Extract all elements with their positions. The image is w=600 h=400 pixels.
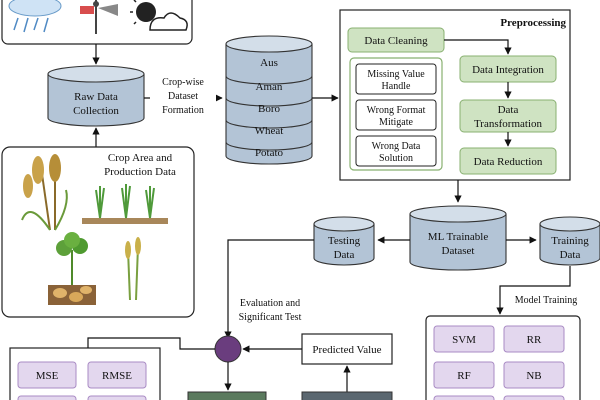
crop-area-label-2: Production Data: [104, 166, 176, 178]
formation-label-3: Formation: [162, 105, 204, 116]
rice-seedlings-icon: [82, 184, 168, 224]
preprocessing-box: Preprocessing Data Cleaning Missing Valu…: [339, 9, 571, 181]
weather-box: [1, 0, 193, 45]
wrong-format-box: [355, 99, 437, 131]
model-extra-box-1: [433, 395, 495, 400]
season-aus: Aus: [260, 57, 278, 69]
wind-vane-icon: [80, 0, 118, 34]
model-rf-box: [433, 361, 495, 389]
model-rf: RF: [457, 370, 470, 382]
data-transformation-label-1: Data: [498, 104, 519, 116]
evaluation-node: [214, 335, 242, 363]
arrow-training-models: [496, 266, 571, 315]
metric-extra-box-1: [17, 395, 77, 400]
model-nb: NB: [526, 370, 541, 382]
connector-evaluation-metrics: [87, 337, 215, 350]
preprocessing-title: Preprocessing: [500, 17, 566, 29]
training-label-1: Training: [551, 235, 589, 247]
raw-data-label-2: Collection: [73, 105, 119, 117]
data-cleaning-label: Data Cleaning: [364, 35, 428, 47]
crop-area-label-1: Crop Area and: [108, 152, 173, 164]
bottom-green-box: [187, 391, 267, 400]
training-label-2: Data: [560, 249, 581, 261]
wrong-format-label-1: Wrong Format: [367, 105, 426, 116]
models-box: SVM RR RF NB: [425, 315, 581, 400]
metrics-box: MSE RMSE: [9, 347, 161, 400]
wheat-plant-icon: [21, 154, 68, 231]
data-integration-label: Data Integration: [472, 64, 544, 76]
formation-label-2: Dataset: [168, 91, 198, 102]
wrong-data-label-1: Wrong Data: [372, 141, 421, 152]
training-data-cylinder: Training Data: [539, 216, 600, 266]
testing-label-2: Data: [334, 249, 355, 261]
raw-data-cylinder: Raw Data Collection: [47, 65, 145, 127]
data-reduction-box: [459, 147, 557, 175]
testing-data-cylinder: Testing Data: [313, 216, 375, 266]
season-aman: Aman: [256, 81, 283, 93]
data-reduction-label: Data Reduction: [474, 156, 543, 168]
evaluation-label-2: Significant Test: [239, 312, 302, 323]
season-dataset-cylinder: Aus Aman Boro Wheat Potato: [225, 35, 313, 165]
crop-area-box: Crop Area and Production Data: [1, 146, 195, 318]
model-svm-box: [433, 325, 495, 353]
missing-value-label-1: Missing Value: [367, 69, 425, 80]
formation-label-bg: [150, 74, 216, 118]
grain-plant-icon: [125, 237, 141, 301]
model-extra-box-2: [503, 395, 565, 400]
wrong-data-box: [355, 135, 437, 167]
model-nb-box: [503, 361, 565, 389]
model-svm: SVM: [452, 334, 476, 346]
missing-value-box: [355, 63, 437, 95]
missing-value-label-2: Handle: [382, 81, 411, 92]
ml-dataset-label-2: Dataset: [442, 245, 475, 257]
wrong-data-label-2: Solution: [379, 153, 413, 164]
testing-label-1: Testing: [328, 235, 361, 247]
metric-rmse: RMSE: [102, 370, 132, 382]
wrong-format-label-2: Mitigate: [379, 117, 413, 128]
evaluation-label-1: Evaluation and: [240, 298, 300, 309]
formation-label-1: Crop-wise: [162, 77, 204, 88]
season-boro: Boro: [258, 103, 281, 115]
arrow-testing-evaluation: [224, 239, 314, 339]
metric-rmse-box: [87, 361, 147, 389]
rain-cloud-icon: [8, 0, 62, 33]
predicted-value-box: [301, 333, 393, 365]
model-training-label: Model Training: [515, 295, 578, 306]
sun-cloud-icon: [130, 0, 188, 31]
arrow-cleaning-integration: [444, 39, 512, 55]
season-wheat: Wheat: [255, 125, 284, 137]
potato-plant-icon: [48, 232, 96, 305]
data-transformation-label-2: Transformation: [474, 118, 543, 130]
ml-dataset-cylinder: ML Trainable Dataset: [409, 205, 507, 271]
season-potato: Potato: [255, 147, 284, 159]
ml-dataset-label-1: ML Trainable: [428, 231, 489, 243]
metric-extra-box-2: [87, 395, 147, 400]
model-rr: RR: [527, 334, 542, 346]
raw-data-label-1: Raw Data: [74, 91, 118, 103]
bottom-dark-box: [301, 391, 393, 400]
predicted-value-label: Predicted Value: [312, 344, 381, 356]
model-training-label-bg: [502, 292, 586, 306]
metric-mse-box: [17, 361, 77, 389]
model-rr-box: [503, 325, 565, 353]
metric-mse: MSE: [36, 370, 59, 382]
